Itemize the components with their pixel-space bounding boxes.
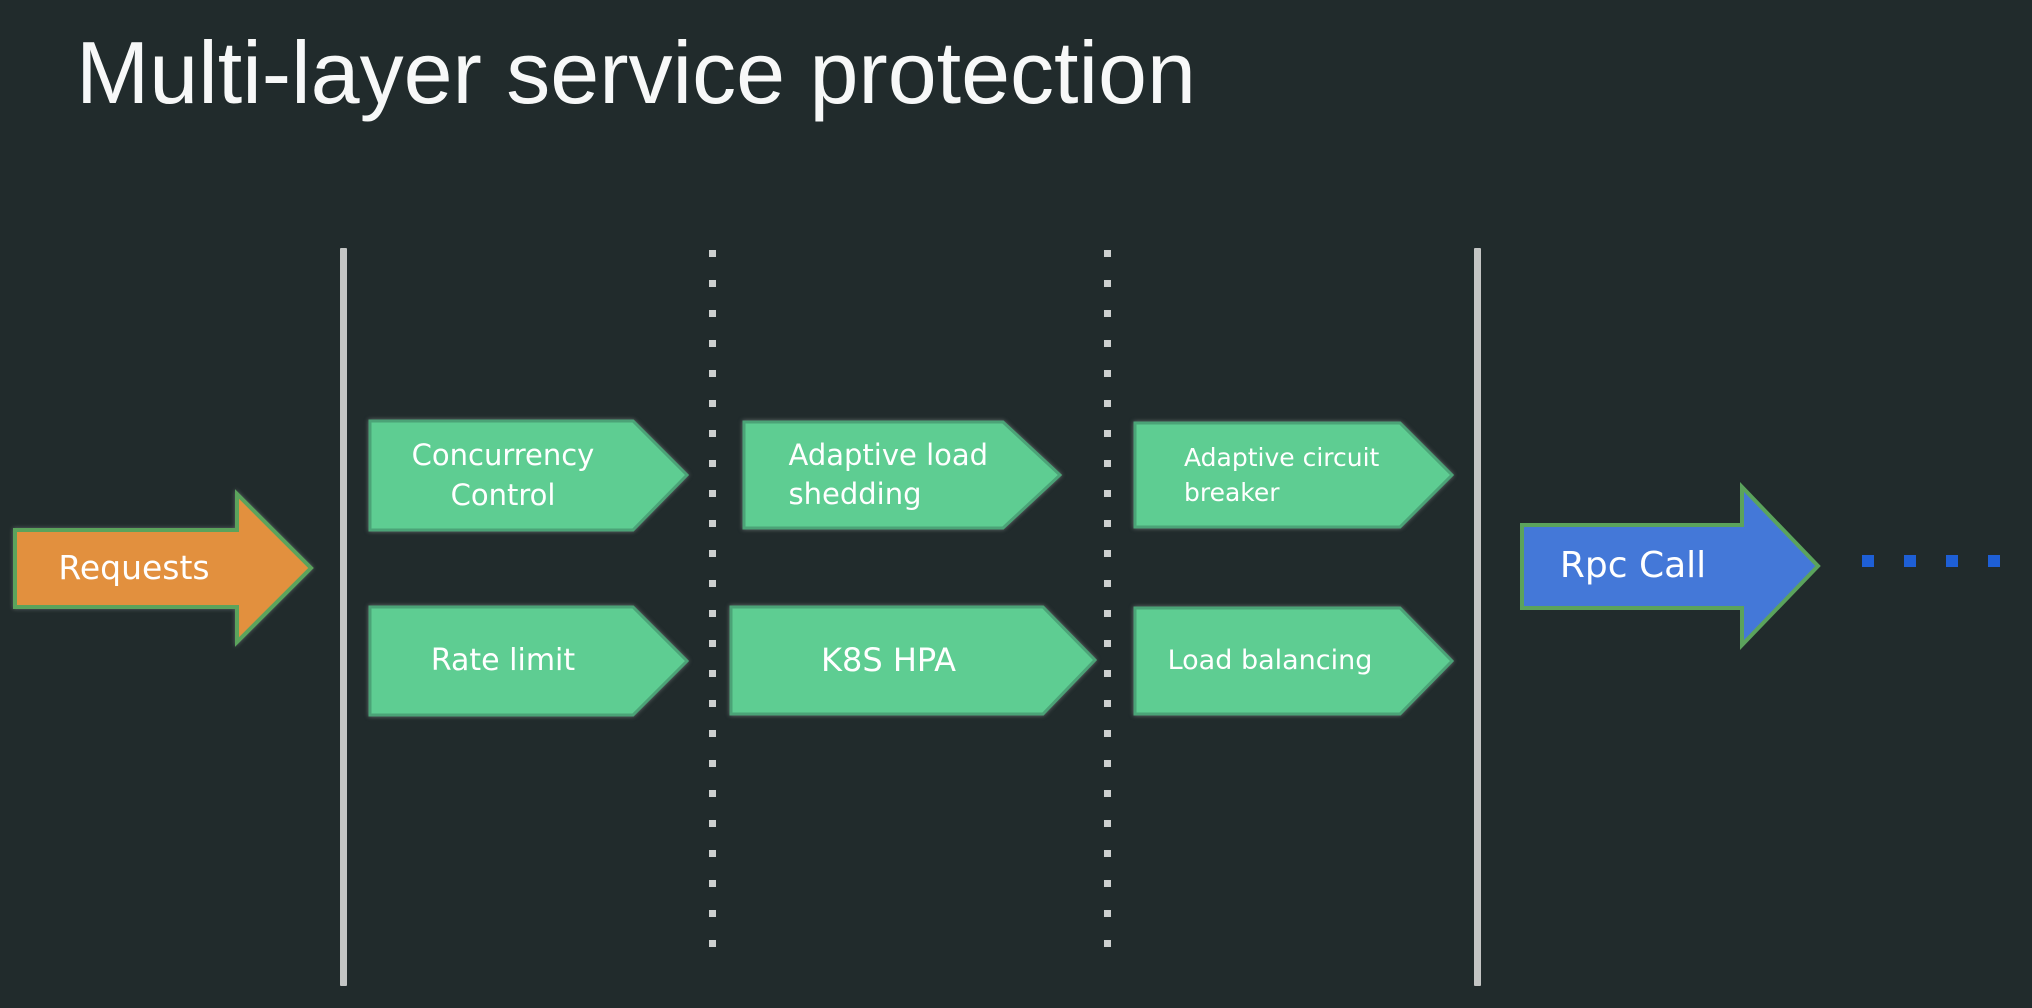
layer-divider-dotted-2 (1104, 250, 1111, 964)
rpc-call-arrow-label: Rpc Call (1559, 544, 1707, 586)
right-arrow-shape-icon (1520, 482, 1821, 650)
continuation-dots (1862, 555, 2000, 567)
box-concurrency-control: Concurrency Control (368, 419, 690, 532)
box-rate-limit: Rate limit (368, 605, 690, 717)
rpc-call-arrow: Rpc Call (1520, 482, 1822, 650)
pentagon-shape-icon (742, 420, 1063, 530)
page-title: Multi-layer service protection (76, 23, 1196, 122)
box-label: Load balancing (1167, 644, 1373, 676)
box-label: Adaptive load shedding (788, 437, 989, 511)
requests-arrow: Requests (13, 489, 315, 647)
box-label: K8S HPA (820, 640, 957, 679)
layer-divider-dotted-1 (709, 250, 716, 964)
continuation-dot-icon (1862, 555, 1874, 567)
right-arrow-shape-icon (13, 489, 314, 647)
pentagon-shape-icon (1133, 606, 1455, 716)
box-label: Concurrency Control (411, 438, 595, 512)
box-label: Rate limit (430, 642, 576, 678)
pentagon-shape-icon (368, 605, 690, 717)
box-adaptive-load-shedding: Adaptive load shedding (742, 420, 1063, 530)
boundary-line-left (340, 248, 347, 986)
continuation-dot-icon (1904, 555, 1916, 567)
boundary-line-right (1474, 248, 1481, 986)
box-label: Adaptive circuit breaker (1184, 443, 1380, 507)
pentagon-shape-icon (368, 419, 690, 532)
requests-arrow-label: Requests (58, 547, 210, 587)
pentagon-shape-icon (729, 605, 1098, 716)
continuation-dot-icon (1988, 555, 2000, 567)
box-k8s-hpa: K8S HPA (729, 605, 1098, 716)
continuation-dot-icon (1946, 555, 1958, 567)
box-adaptive-circuit-breaker: Adaptive circuit breaker (1133, 421, 1455, 529)
pentagon-shape-icon (1133, 421, 1455, 529)
box-load-balancing: Load balancing (1133, 606, 1455, 716)
